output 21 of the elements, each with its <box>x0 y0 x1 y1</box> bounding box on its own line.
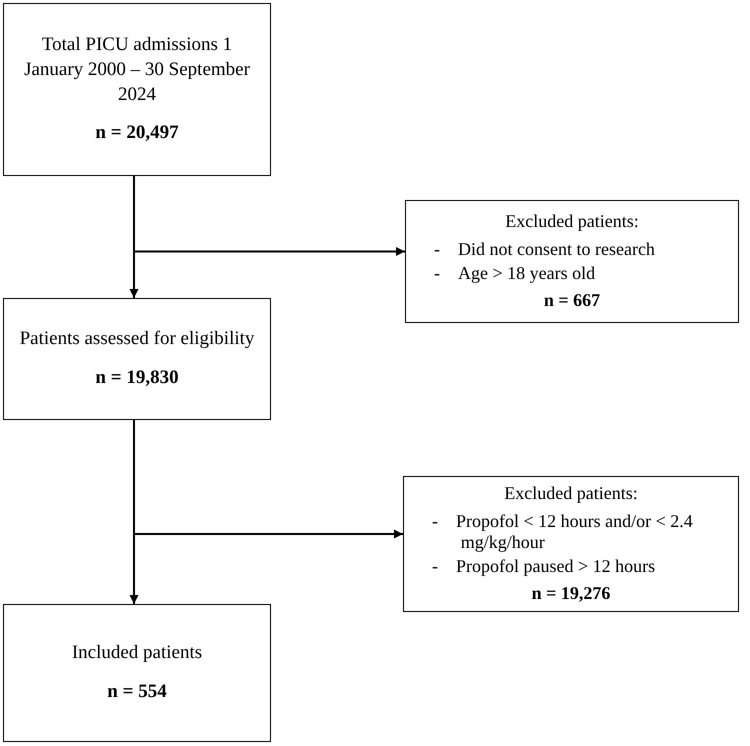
list-item: - Propofol < 12 hours and/or < 2.4 mg/kg/hour <box>432 510 694 554</box>
count-text: n = 19,276 <box>532 583 610 605</box>
list-item: - Age > 18 years old <box>434 262 596 284</box>
count-text: n = 19,830 <box>95 366 179 390</box>
process-box <box>405 200 739 323</box>
process-box <box>3 298 271 420</box>
count-text: n = 667 <box>544 290 600 312</box>
process-box <box>3 3 271 176</box>
process-box <box>3 604 271 742</box>
box-heading: Included patients <box>72 641 202 666</box>
box-heading: Excluded patients: <box>505 211 639 233</box>
list-item: - Did not consent to research <box>434 238 655 260</box>
arrow <box>133 420 403 538</box>
box-heading: Patients assessed for eligibility <box>20 327 254 352</box>
arrow <box>133 176 405 256</box>
box-heading: Total PICU admissions 1 January 2000 – 30 September 2024 <box>23 33 251 106</box>
box-heading: Excluded patients: <box>504 483 638 505</box>
process-box <box>403 476 739 612</box>
count-text: n = 554 <box>107 680 167 704</box>
count-text: n = 20,497 <box>95 121 179 146</box>
list-item: - Propofol paused > 12 hours <box>432 556 656 578</box>
